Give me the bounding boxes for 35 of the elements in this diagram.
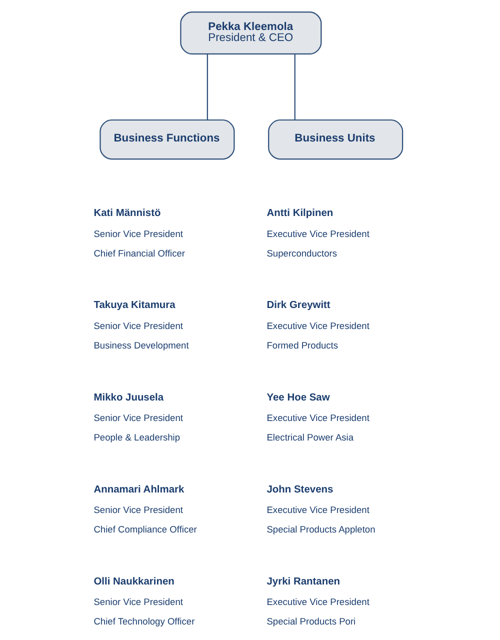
label: Jyrki Rantanen [266,576,340,588]
label: People & Leadership [94,432,180,442]
label: Antti Kilpinen [266,208,334,220]
node-box: Business Functions [100,119,235,160]
label: Executive Vice President [266,320,370,331]
connector [206,54,208,120]
label: Olli Naukkarinen [94,576,174,588]
label: Takuya Kitamura [94,300,176,312]
label: Kati Männistö [94,208,161,220]
label: Executive Vice President [266,597,370,608]
label: Formed Products [266,340,338,350]
label: Chief Technology Officer [94,616,195,627]
connector [294,54,296,120]
label: Mikko Juusela [94,392,164,404]
label: Senior Vice President [94,597,183,608]
label: Annamari Ahlmark [94,484,184,496]
label: Yee Hoe Saw [266,392,330,404]
label: Executive Vice President [266,505,370,516]
label: Executive Vice President [266,412,370,423]
label: Dirk Greywitt [266,300,330,312]
label: Business Development [94,340,189,350]
node-box: Business Units [268,119,404,160]
node-box: Pekka Kleemola President & CEO [180,12,322,55]
label: Senior Vice President [94,505,183,516]
label: Electrical Power Asia [266,432,354,442]
label: Senior Vice President [94,412,183,423]
label: Senior Vice President [94,320,183,331]
label: Special Products Pori [266,616,356,627]
label: Chief Compliance Officer [94,524,197,535]
label: John Stevens [266,484,334,496]
label: Superconductors [266,248,338,258]
label: Chief Financial Officer [94,248,186,258]
label: Executive Vice President [266,228,370,239]
label: Senior Vice President [94,228,183,239]
label: Special Products Appleton [266,524,376,535]
